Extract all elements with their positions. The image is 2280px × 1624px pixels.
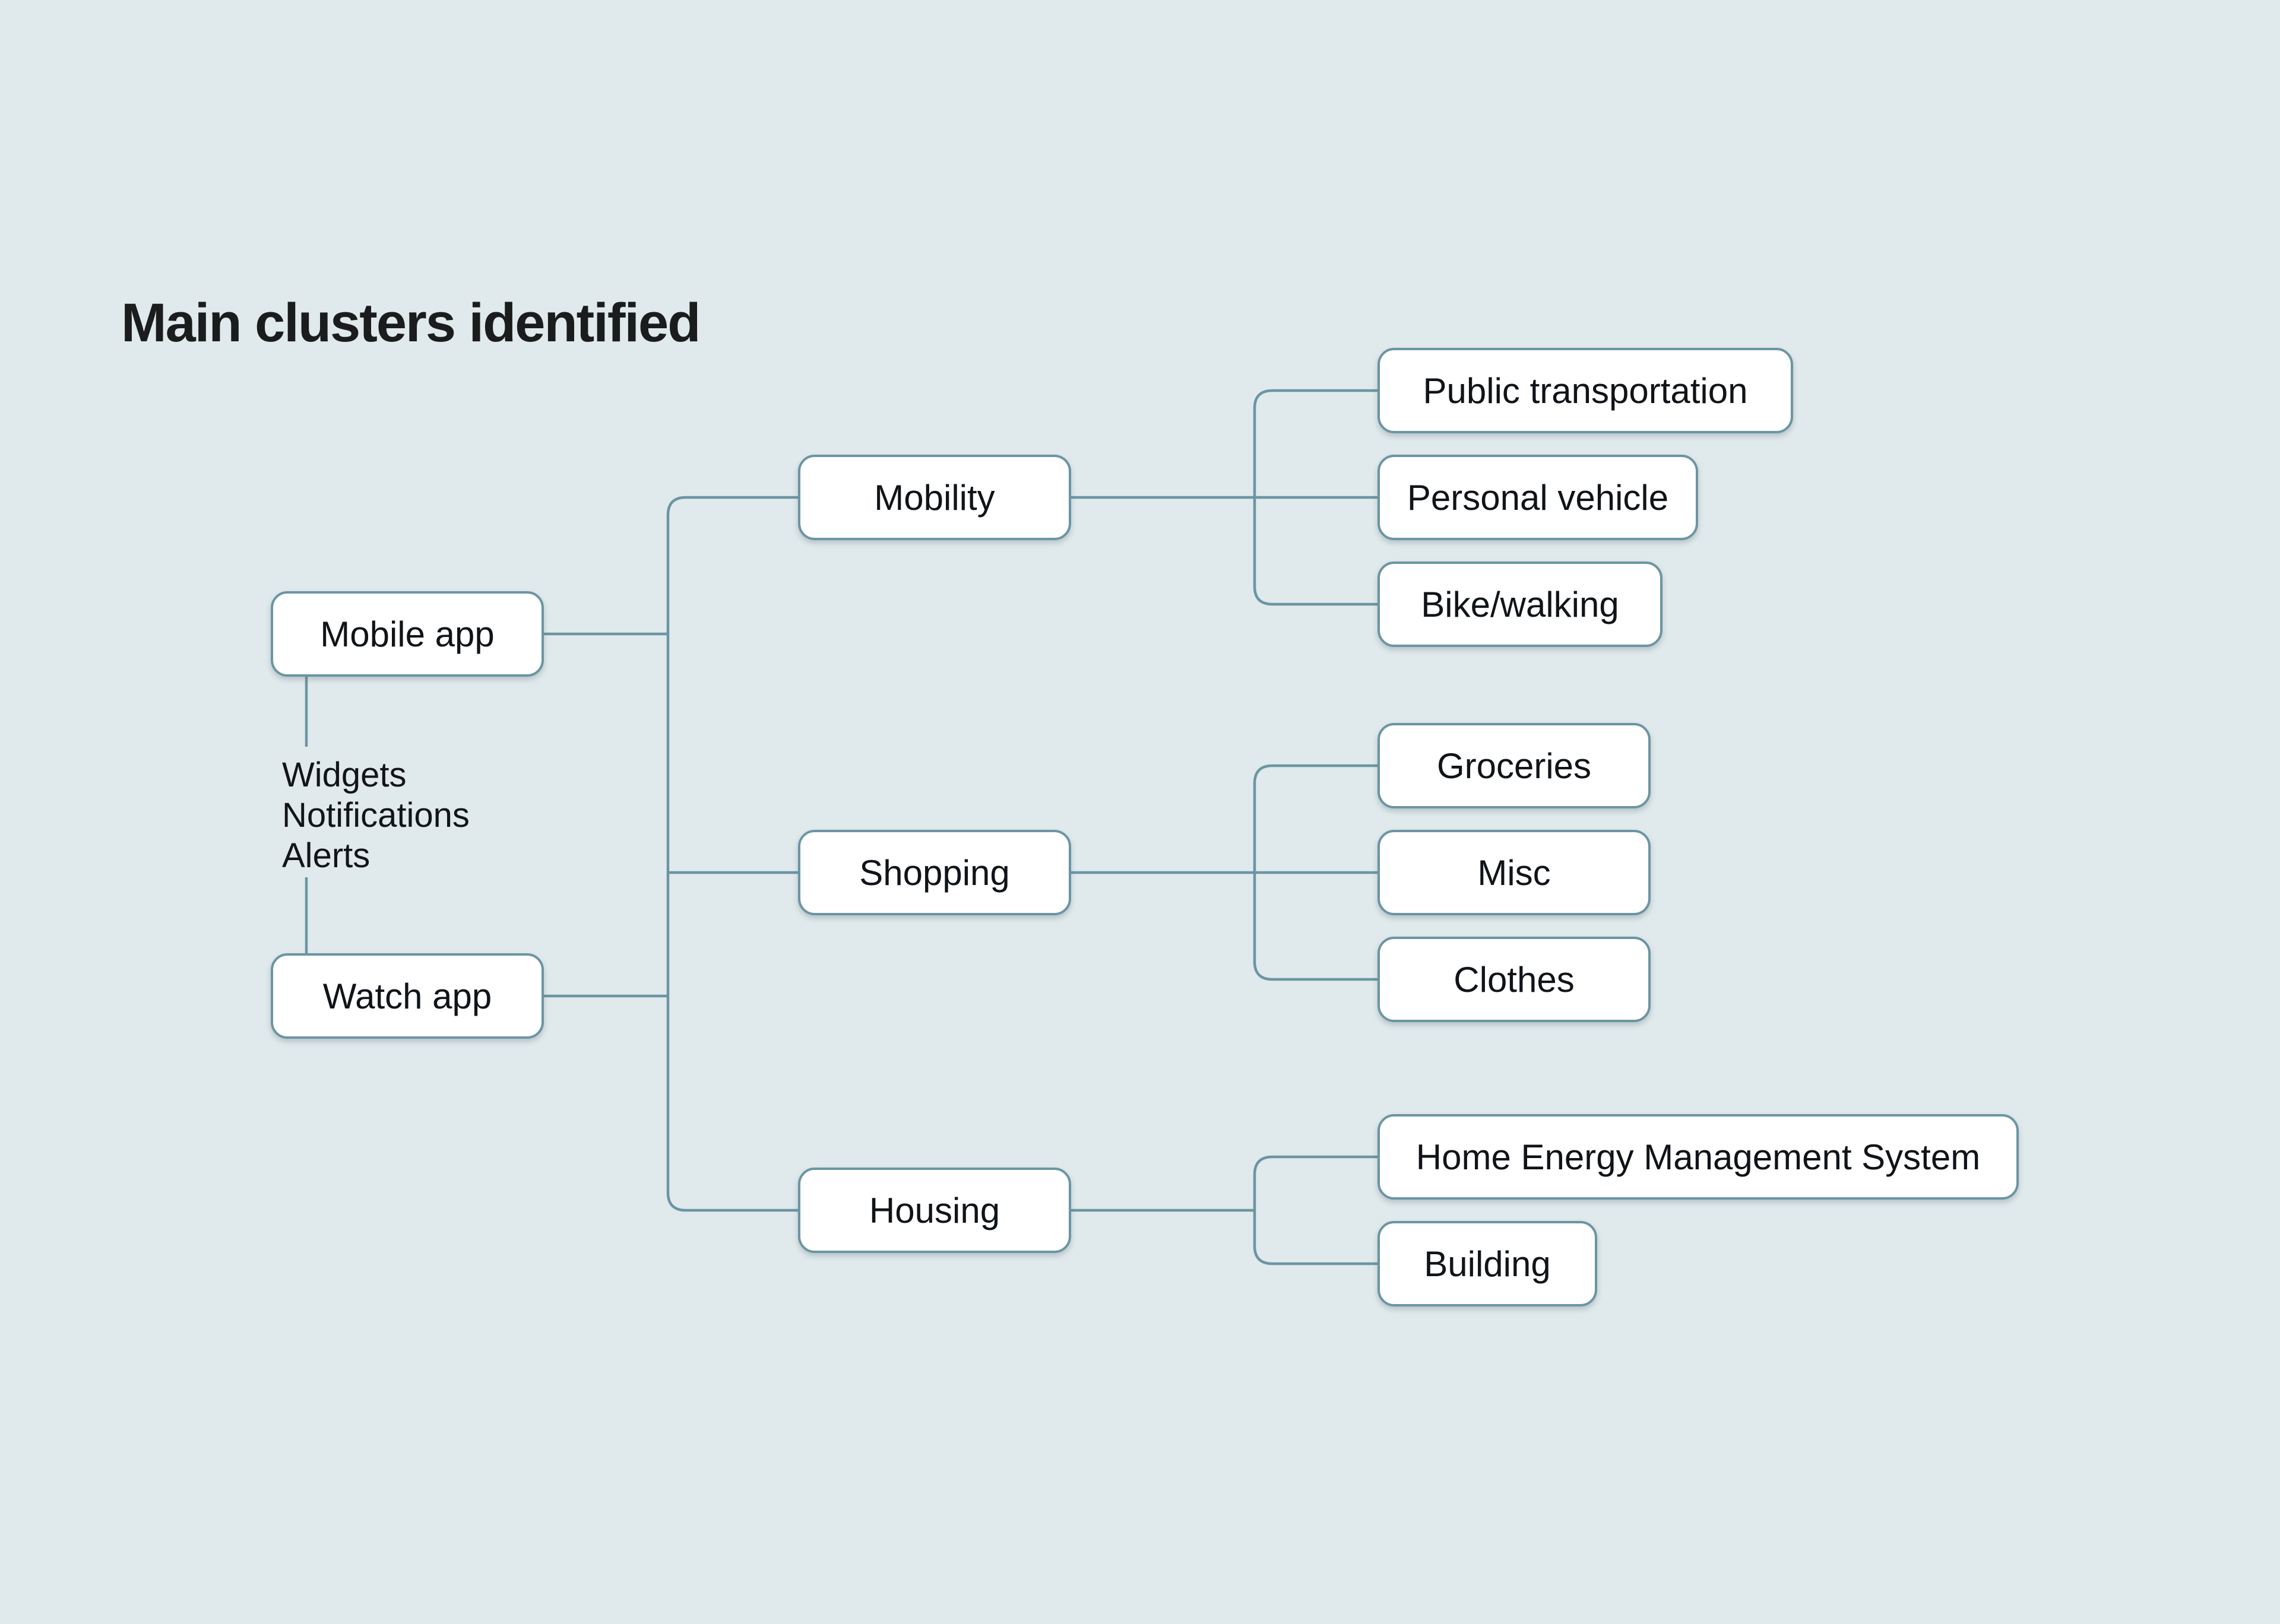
edge-label-alerts: Alerts <box>282 836 370 875</box>
node-watch-app[interactable]: Watch app <box>271 953 544 1039</box>
node-mobility-label: Mobility <box>874 477 995 518</box>
node-groceries[interactable]: Groceries <box>1378 723 1651 808</box>
node-public-transportation-label: Public transportation <box>1423 370 1748 411</box>
node-mobility[interactable]: Mobility <box>798 455 1071 540</box>
node-bike-walking-label: Bike/walking <box>1421 584 1619 624</box>
page-title: Main clusters identified <box>121 293 701 353</box>
node-mobile-app[interactable]: Mobile app <box>271 591 544 677</box>
edge-label-list: Widgets Notifications Alerts <box>282 755 470 876</box>
node-shopping[interactable]: Shopping <box>798 830 1071 915</box>
node-misc[interactable]: Misc <box>1378 830 1651 915</box>
subtrunk-housing-group <box>1253 1155 1378 1265</box>
node-clothes[interactable]: Clothes <box>1378 937 1651 1022</box>
node-watch-app-label: Watch app <box>322 976 492 1016</box>
node-public-transportation[interactable]: Public transportation <box>1378 348 1793 433</box>
node-clothes-label: Clothes <box>1454 959 1575 1000</box>
node-mobile-app-label: Mobile app <box>320 614 495 654</box>
trunk-mobility-to-housing <box>666 496 798 1212</box>
node-shopping-label: Shopping <box>859 852 1010 893</box>
node-building[interactable]: Building <box>1378 1221 1597 1306</box>
node-groceries-label: Groceries <box>1436 746 1592 786</box>
node-personal-vehicle[interactable]: Personal vehicle <box>1378 455 1698 540</box>
edge-label-notifications: Notifications <box>282 796 470 835</box>
node-housing-label: Housing <box>869 1190 1000 1230</box>
node-home-energy-management-system[interactable]: Home Energy Management System <box>1378 1114 2019 1200</box>
node-building-label: Building <box>1424 1244 1551 1284</box>
edge-label-widgets: Widgets <box>282 756 407 794</box>
node-home-energy-management-system-label: Home Energy Management System <box>1416 1137 1981 1177</box>
node-misc-label: Misc <box>1477 852 1551 893</box>
node-personal-vehicle-label: Personal vehicle <box>1407 477 1669 518</box>
node-housing[interactable]: Housing <box>798 1168 1071 1253</box>
node-bike-walking[interactable]: Bike/walking <box>1378 562 1662 647</box>
